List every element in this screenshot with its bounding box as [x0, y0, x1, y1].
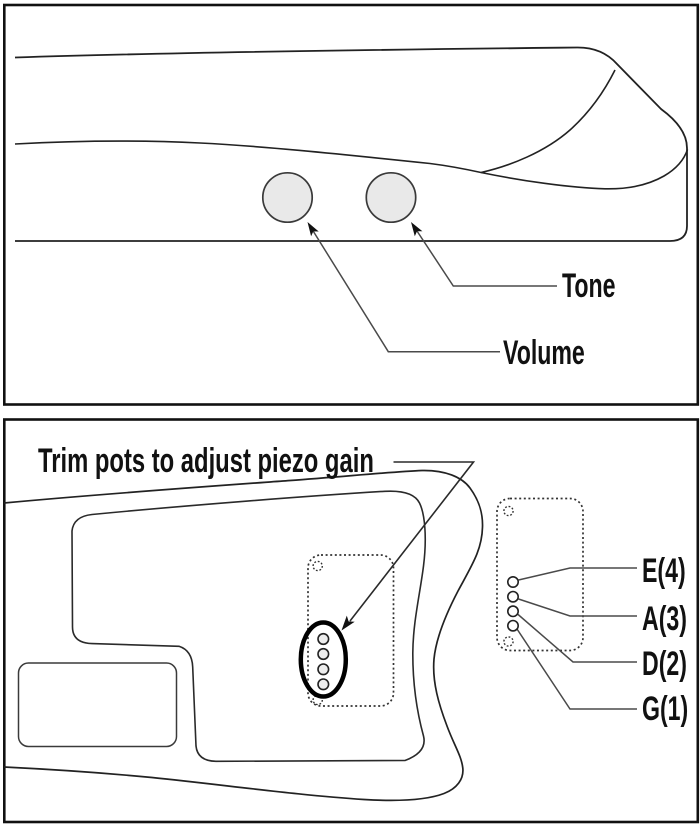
trim-annotation-leader-line — [349, 461, 476, 622]
trim-pot-3 — [317, 663, 330, 676]
side-view-panel-border — [3, 3, 700, 406]
string-g-hole — [506, 619, 519, 632]
trim-pots-highlight-ellipse — [298, 620, 349, 699]
volume-leader-line — [311, 229, 500, 353]
volume-label: Volume — [503, 333, 586, 372]
trim-pot-plate — [307, 554, 395, 707]
string-d-leader-line — [517, 613, 637, 663]
connector-plate-screw-top-icon — [503, 505, 514, 517]
string-g-leader-line — [516, 628, 637, 710]
volume-arrowhead-icon — [307, 222, 319, 237]
trim-pot-1 — [317, 632, 330, 646]
tone-label: Tone — [561, 267, 616, 305]
string-a-label: A(3) — [641, 600, 687, 639]
tone-knob — [365, 171, 417, 224]
string-e-leader-line — [518, 567, 637, 581]
trim-plate-screw-bottom-icon — [312, 694, 324, 706]
trim-pots-annotation: Trim pots to adjust piezo gain — [38, 442, 375, 480]
string-d-label: D(2) — [641, 645, 687, 684]
trim-pot-4 — [317, 678, 330, 691]
battery-compartment-outline — [17, 662, 178, 748]
tone-arrowhead-icon — [411, 222, 423, 237]
string-a-hole — [506, 590, 519, 603]
string-connector-plate — [496, 497, 584, 652]
trim-pot-2 — [317, 647, 330, 661]
tone-leader-line — [415, 229, 557, 287]
trim-plate-screw-top-icon — [312, 560, 324, 572]
trim-annotation-arrowhead-icon — [341, 615, 355, 631]
arm-bevel-curve — [480, 69, 616, 174]
volume-knob — [261, 171, 314, 224]
string-e-label: E(4) — [641, 552, 686, 590]
string-d-hole — [506, 605, 519, 618]
body-top-face-edge — [14, 140, 689, 190]
body-back-edge-outline — [14, 46, 688, 242]
string-e-hole — [506, 575, 519, 588]
back-body-outline — [3, 469, 484, 802]
control-cavity-outline — [71, 490, 427, 763]
string-a-leader-line — [518, 598, 637, 617]
connector-plate-screw-bottom-icon — [503, 636, 514, 647]
string-g-label: G(1) — [641, 690, 688, 729]
